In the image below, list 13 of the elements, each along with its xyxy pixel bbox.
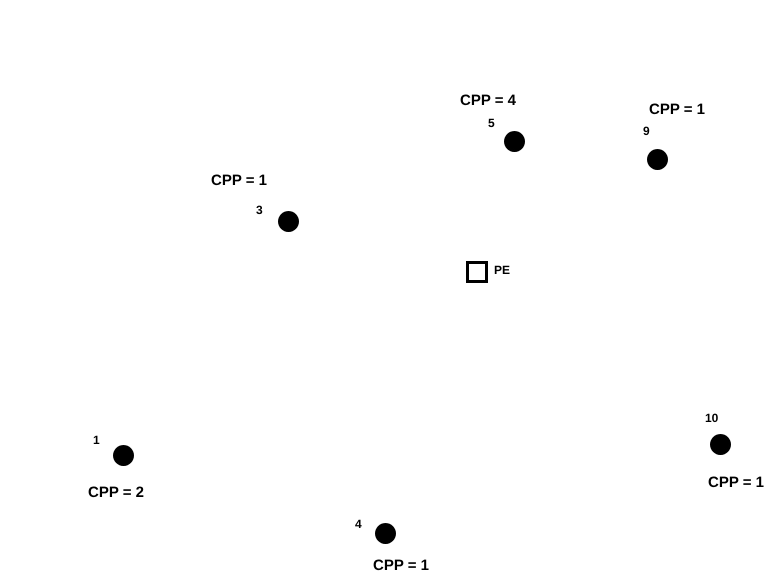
point-label: 1: [93, 434, 100, 446]
value-label: CPP = 1: [373, 558, 430, 573]
value-label: CPP = 1: [708, 475, 764, 490]
point-label: PE: [494, 264, 510, 276]
point-label: 5: [488, 117, 495, 129]
value-label: CPP = 2: [88, 485, 144, 500]
value-label: CPP = 4: [460, 93, 516, 108]
point-label: 10: [705, 412, 718, 424]
value-label: CPP = 1: [649, 102, 706, 117]
value-label: CPP = 1: [211, 173, 268, 188]
point-label: 4: [355, 518, 362, 530]
point-label: 9: [643, 125, 650, 137]
point-label: 3: [256, 204, 263, 216]
